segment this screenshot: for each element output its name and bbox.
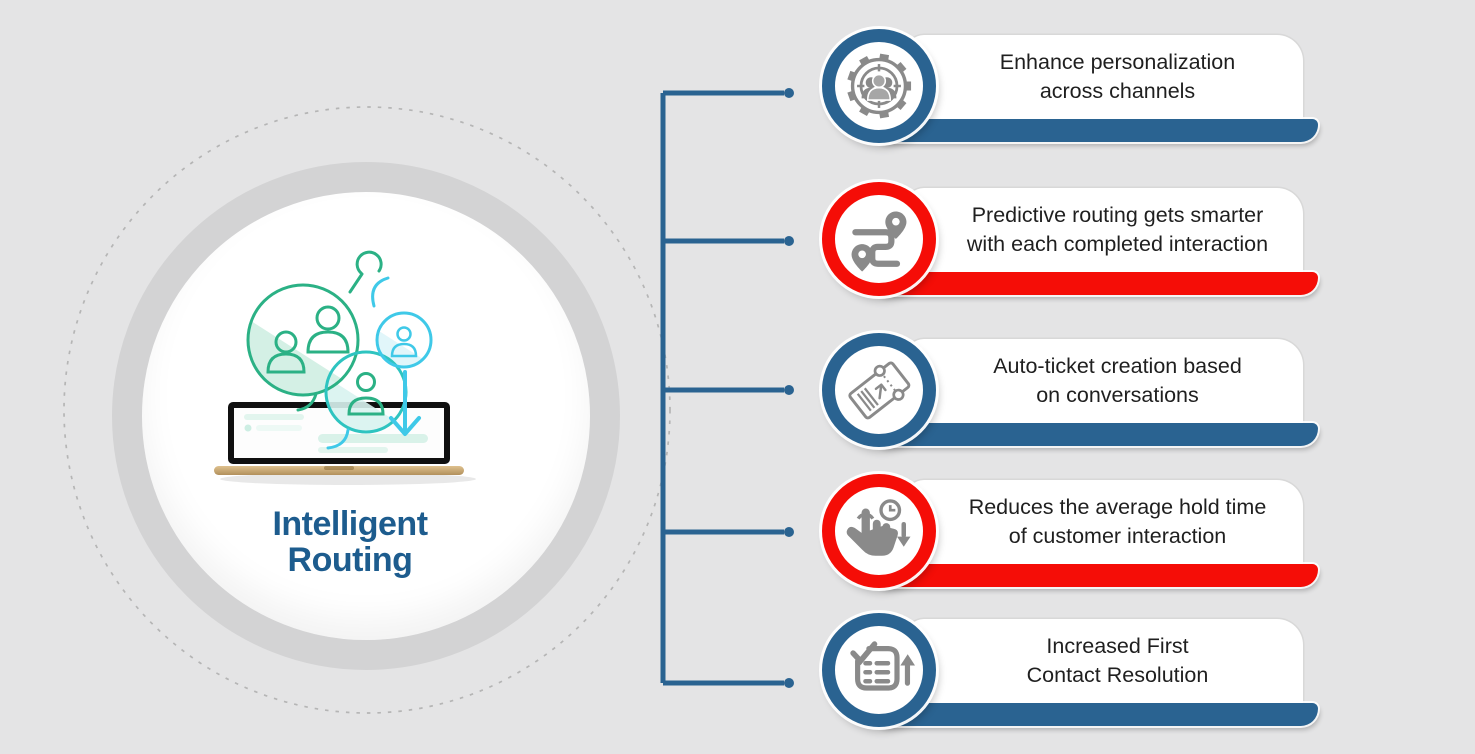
accent-bar <box>876 119 1318 142</box>
connector-dot <box>784 385 794 395</box>
icon-ring <box>822 29 936 143</box>
benefit-text-line1: Enhance personalization <box>999 50 1236 74</box>
auto-ticket-icon <box>848 361 911 420</box>
accent-bar <box>876 272 1318 295</box>
connector-dot <box>784 527 794 537</box>
icon-ring <box>822 182 936 296</box>
benefit-card: Predictive routing gets smarter with eac… <box>906 188 1303 272</box>
laptop-base-notch <box>324 466 354 470</box>
down-arrow <box>389 370 421 436</box>
routing-circles <box>246 250 433 450</box>
benefit-item-first-contact-resolution: Increased First Contact Resolution <box>822 613 1318 729</box>
tap-hold-time-icon <box>846 499 911 556</box>
benefit-text-line1: Increased First <box>1046 634 1189 658</box>
benefit-card: Auto-ticket creation based on conversati… <box>906 339 1303 423</box>
benefit-card: Increased First Contact Resolution <box>906 619 1303 703</box>
connector-tree <box>660 88 794 688</box>
connector-dot <box>784 678 794 688</box>
target-audience-gear-icon <box>847 53 912 119</box>
accent-bar <box>876 703 1318 726</box>
benefit-card: Enhance personalization across channels <box>906 35 1303 119</box>
hub-title: Intelligent Routing <box>272 505 428 580</box>
benefit-text-line2: across channels <box>1039 79 1196 103</box>
connector-dot <box>784 88 794 98</box>
benefit-text-line1: Predictive routing gets smarter <box>971 203 1264 227</box>
benefit-item-predictive-routing: Predictive routing gets smarter with eac… <box>822 182 1318 298</box>
benefit-item-auto-ticket: Auto-ticket creation based on conversati… <box>822 333 1318 449</box>
benefit-text-line2: of customer interaction <box>1008 524 1227 548</box>
benefit-item-hold-time: Reduces the average hold time of custome… <box>822 474 1318 590</box>
benefit-text-line1: Auto-ticket creation based <box>993 354 1242 378</box>
route-map-pins-icon <box>851 211 907 272</box>
laptop-shadow <box>220 473 476 485</box>
laptop-base <box>214 466 464 475</box>
accent-bar <box>876 423 1318 446</box>
benefit-item-personalization: Enhance personalization across channels <box>822 29 1318 145</box>
laptop-illustration <box>214 250 476 485</box>
benefit-text-line2: Contact Resolution <box>1026 663 1209 687</box>
connector-dot <box>784 236 794 246</box>
benefit-card: Reduces the average hold time of custome… <box>906 480 1303 564</box>
checklist-resolution-icon <box>850 641 915 691</box>
hub-dashed-circle <box>63 106 671 714</box>
icon-ring <box>822 474 936 588</box>
benefit-text-line2: on conversations <box>1036 383 1199 407</box>
benefit-text-line2: with each completed interaction <box>966 232 1269 256</box>
benefit-text-line1: Reduces the average hold time <box>968 495 1267 519</box>
icon-ring <box>822 333 936 447</box>
icon-ring <box>822 613 936 727</box>
accent-bar <box>876 564 1318 587</box>
